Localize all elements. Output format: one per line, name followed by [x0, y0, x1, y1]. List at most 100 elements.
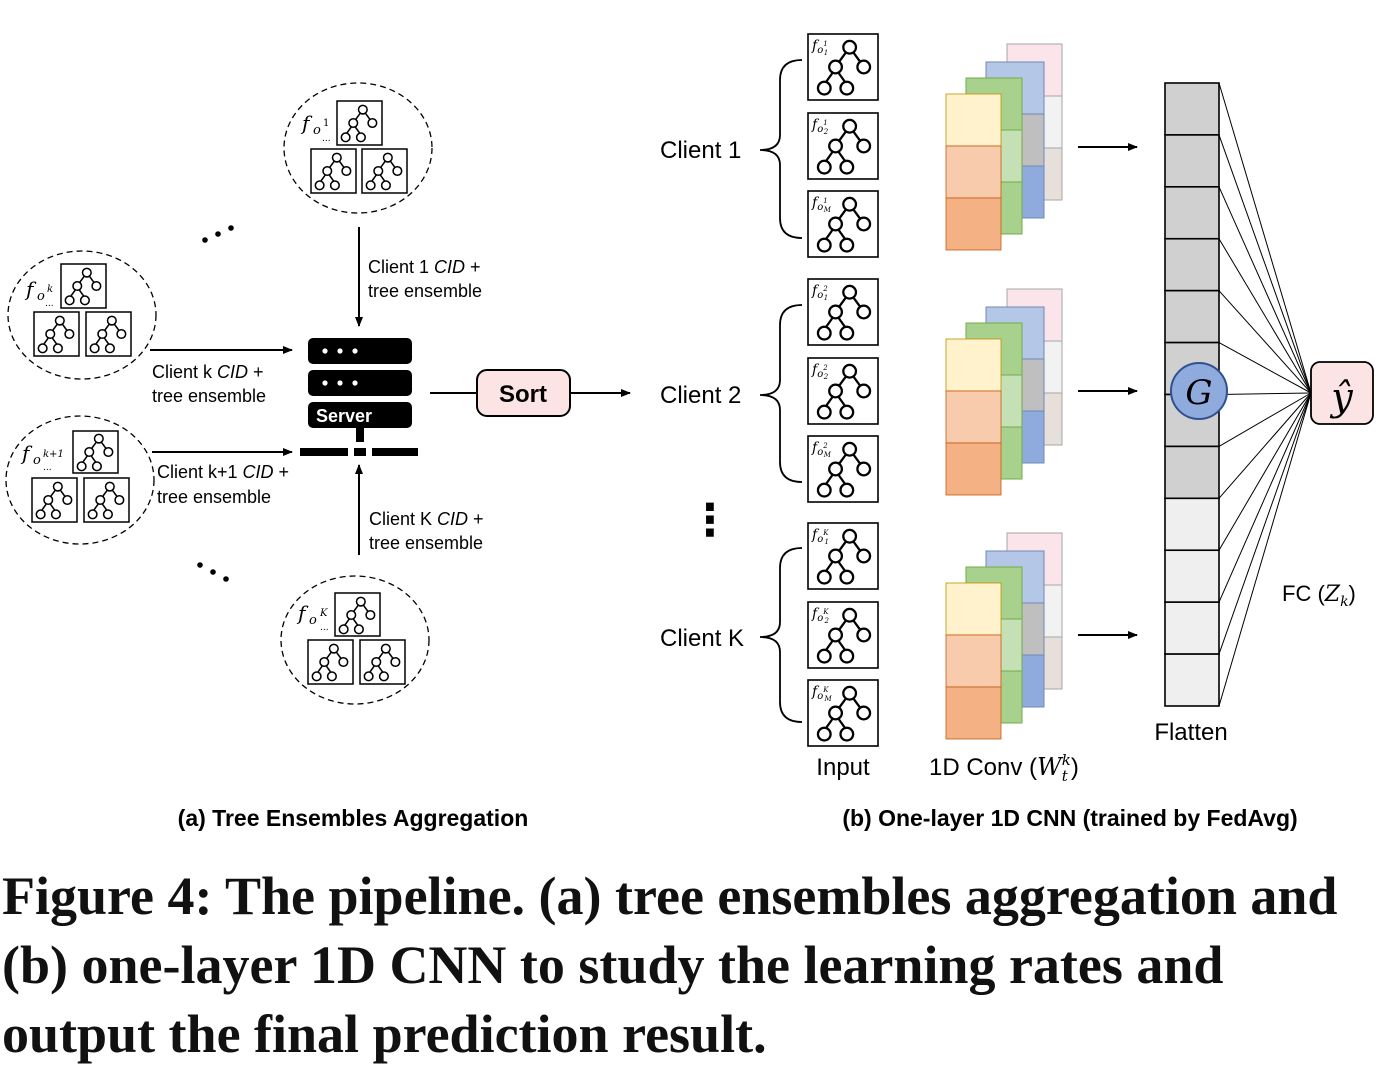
fc-connection [1218, 392, 1312, 395]
flatten-cell [1164, 549, 1220, 603]
arrow-label-clientk1-line2: tree ensemble [157, 487, 271, 507]
conv-input-cell [945, 582, 1002, 636]
client-K-ensemble: f o K ... [280, 575, 430, 705]
panel-a: f o 1 ... f o k ... f [5, 82, 631, 831]
figure-caption: Figure 4: The pipeline. (a) tree ensembl… [2, 866, 1338, 1064]
client-k-ensemble: f o k ... [7, 250, 157, 380]
ensemble-dots: ... [45, 299, 54, 309]
arrow-label-client1: Client 1 CID + [368, 257, 481, 277]
diagonal-dots-bottom [197, 562, 229, 582]
diagonal-dots-top [202, 225, 234, 243]
flatten-cell [1164, 289, 1220, 344]
flatten-layer [1164, 82, 1220, 707]
pipeline-diagram: f o 1 ... f o k ... f [5, 33, 1374, 831]
client-1-ensemble: f o 1 ... [283, 82, 433, 214]
fc-connections [1218, 82, 1312, 707]
server-label: Server [316, 406, 372, 426]
conv-label: 1D Conv (Wtk) [929, 751, 1079, 785]
ensemble-subscript: o [313, 123, 321, 138]
output-label: ŷ [1329, 375, 1353, 419]
conv-input-cell [945, 390, 1002, 444]
flatten-cell [1164, 82, 1220, 136]
ensemble-dots: ... [322, 134, 331, 144]
ensemble-subscript: o [33, 453, 41, 468]
flatten-cell [1164, 601, 1220, 655]
arrow-label-clientk1: Client k+1 CID + [157, 462, 289, 482]
client-2-label: Client 2 [660, 382, 741, 409]
ensemble-subscript: o [37, 289, 45, 304]
flatten-cell [1164, 653, 1220, 707]
arrow-label-clientK-line2: tree ensemble [369, 533, 483, 553]
panel-b-caption: (b) One-layer 1D CNN (trained by FedAvg) [842, 805, 1297, 831]
conv-stack [945, 43, 1063, 251]
fc-connection [1218, 82, 1312, 394]
arrow-label-clientK: Client K CID + [369, 509, 484, 529]
fc-connection [1218, 392, 1312, 499]
ensemble-dots: ... [43, 463, 52, 473]
flatten-cell [1164, 186, 1220, 240]
fc-connection [1218, 392, 1312, 707]
client-1-label: Client 1 [660, 137, 741, 164]
conv-input-cell [945, 197, 1002, 251]
fc-connection [1218, 392, 1312, 603]
conv-input-cell [945, 93, 1002, 147]
fc-connection [1218, 392, 1312, 447]
ensemble-f-symbol: f [20, 441, 33, 465]
client-1-brace [759, 59, 803, 239]
fc-connection [1218, 392, 1312, 551]
flatten-cell [1164, 134, 1220, 188]
arrow-label-clientk: Client k CID + [152, 362, 264, 382]
fc-connection [1218, 392, 1312, 655]
flatten-cell [1164, 497, 1220, 552]
server-icon: Server [300, 338, 418, 456]
conv-input-cell [945, 145, 1002, 199]
client-2-brace [759, 304, 803, 483]
conv-input-cell [945, 338, 1002, 392]
fc-connection [1218, 342, 1312, 394]
output-node [1310, 361, 1374, 425]
fc-connection [1218, 134, 1312, 394]
flatten-cell [1164, 445, 1220, 500]
flatten-label: Flatten [1154, 719, 1227, 746]
client-k1-ensemble: f o k+1 ... [5, 415, 155, 545]
g-node [1170, 362, 1228, 420]
ensemble-superscript: k [47, 284, 53, 295]
ensemble-subscript: o [309, 613, 317, 628]
vertical-dots: ⋮ [688, 496, 732, 545]
flatten-cell [1164, 237, 1220, 292]
fc-label: FC (Zk) [1282, 581, 1356, 610]
ensemble-superscript: k+1 [43, 449, 64, 460]
client-K-label: Client K [660, 625, 744, 652]
fc-connection [1218, 186, 1312, 394]
ensemble-dots: ... [320, 623, 329, 633]
ensemble-superscript: 1 [323, 118, 329, 129]
sort-label: Sort [499, 381, 547, 408]
g-label: G [1185, 373, 1212, 413]
client-K-brace [759, 547, 803, 723]
input-label: Input [816, 754, 870, 781]
panel-a-caption: (a) Tree Ensembles Aggregation [178, 805, 529, 831]
fc-connection [1218, 290, 1312, 394]
ensemble-superscript: K [319, 608, 328, 619]
ensemble-f-symbol: f [296, 601, 309, 625]
conv-stack [945, 288, 1063, 496]
fc-connection [1218, 238, 1312, 394]
conv-input-cell [945, 634, 1002, 688]
conv-input-cell [945, 442, 1002, 496]
arrow-label-client1-line2: tree ensemble [368, 281, 482, 301]
conv-input-cell [945, 686, 1002, 740]
conv-stack [945, 532, 1063, 740]
ensemble-f-symbol: f [24, 277, 37, 301]
